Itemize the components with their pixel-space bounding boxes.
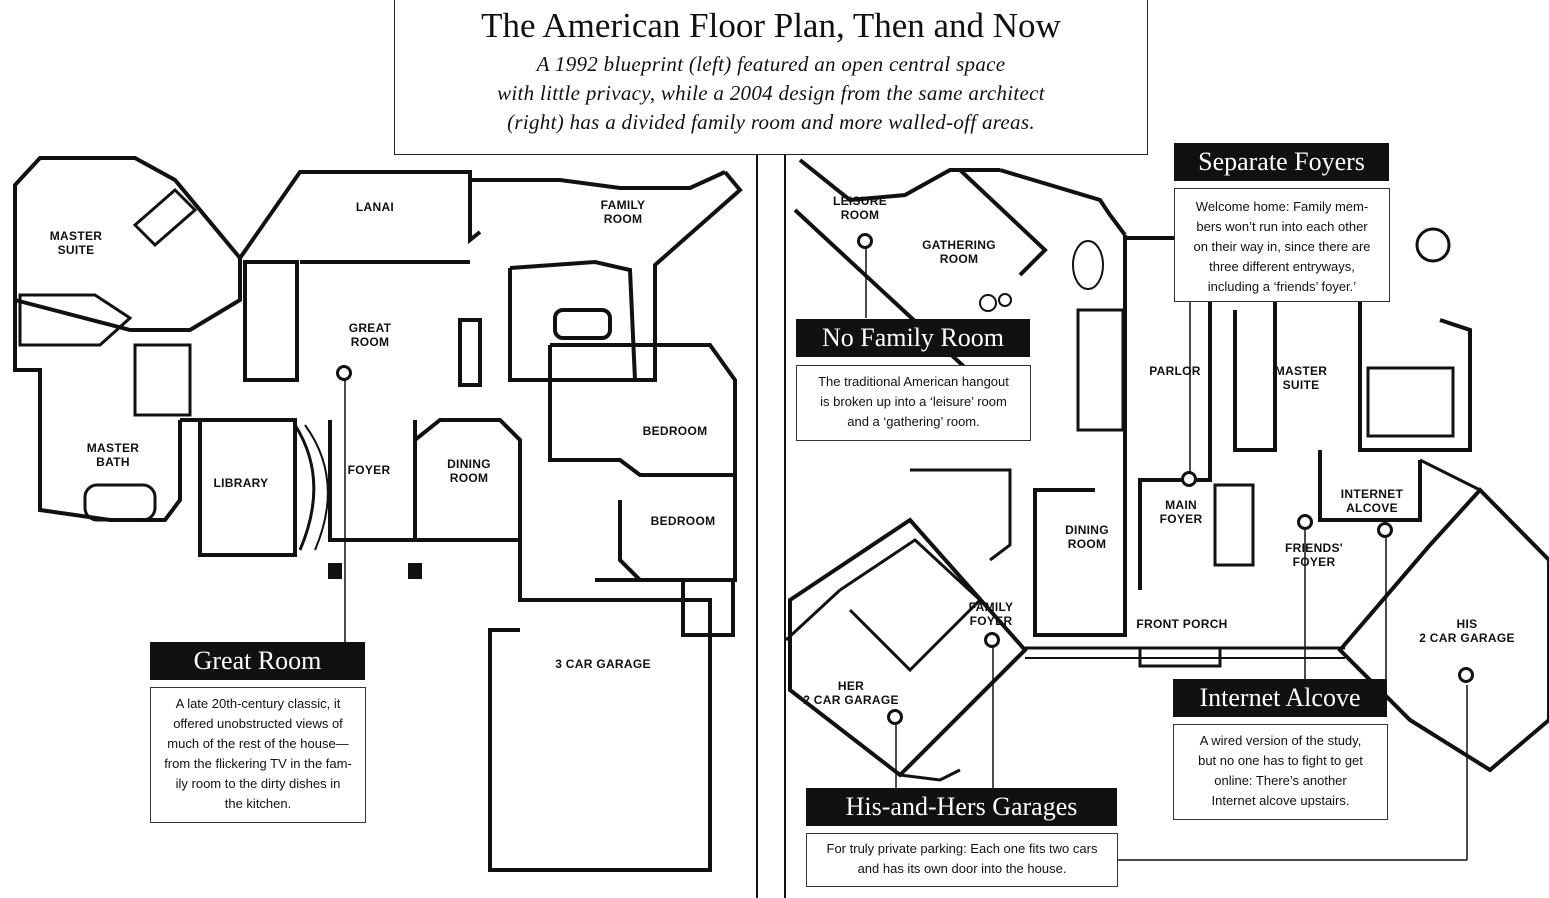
room-label-library: LIBRARY (213, 476, 269, 490)
marker-leisure-room (857, 233, 873, 249)
callout-no-family-room-text: The traditional American hangout is brok… (796, 365, 1031, 441)
room-label-bedroom: BEDROOM (642, 424, 708, 438)
callout-separate-foyers-title: Separate Foyers (1174, 143, 1389, 181)
callout-no-family-room-title: No Family Room (796, 319, 1030, 357)
room-label-her-garage: HER 2 CAR GARAGE (803, 679, 899, 707)
page-subtitle: A 1992 blueprint (left) featured an open… (497, 52, 1045, 134)
room-label-internet-alcove: INTERNET ALCOVE (1340, 487, 1404, 515)
room-label-master-suite: MASTER SUITE (1274, 364, 1328, 392)
room-label-master-suite: MASTER SUITE (49, 229, 103, 257)
callout-great-room-title: Great Room (150, 642, 365, 680)
room-label-lanai: LANAI (355, 200, 395, 214)
marker-main-foyer (1181, 471, 1197, 487)
room-label-master-bath: MASTER BATH (86, 441, 140, 469)
callout-internet-alcove-title: Internet Alcove (1173, 679, 1387, 717)
room-label-his-garage: HIS 2 CAR GARAGE (1419, 617, 1515, 645)
room-label-garage: 3 CAR GARAGE (555, 657, 651, 671)
room-label-dining-room: DINING ROOM (447, 457, 491, 485)
room-label-family-foyer: FAMILY FOYER (968, 600, 1014, 628)
callout-separate-foyers-text: Welcome home: Family mem- bers won’t run… (1174, 188, 1390, 302)
title-box: The American Floor Plan, Then and Now A … (394, 0, 1148, 155)
marker-great-room (336, 365, 352, 381)
room-label-main-foyer: MAIN FOYER (1159, 498, 1203, 526)
callout-garages-text: For truly private parking: Each one fits… (806, 833, 1118, 887)
marker-friends-foyer (1297, 514, 1313, 530)
room-label-leisure-room: LEISURE ROOM (832, 194, 888, 222)
room-label-parlor: PARLOR (1149, 364, 1201, 378)
room-label-front-porch: FRONT PORCH (1136, 617, 1228, 631)
callout-great-room-text: A late 20th-century classic, it offered … (150, 687, 366, 823)
marker-family-foyer (984, 632, 1000, 648)
room-label-bedroom: BEDROOM (650, 514, 716, 528)
marker-his-garage (1458, 667, 1474, 683)
room-label-friends-foyer: FRIENDS' FOYER (1285, 541, 1343, 569)
room-label-dining-room: DINING ROOM (1065, 523, 1109, 551)
marker-her-garage (887, 709, 903, 725)
callout-internet-alcove-text: A wired version of the study, but no one… (1173, 724, 1388, 820)
marker-internet-alcove (1377, 522, 1393, 538)
room-label-great-room: GREAT ROOM (348, 321, 392, 349)
room-label-family-room: FAMILY ROOM (600, 198, 646, 226)
leader-lines (344, 248, 1468, 861)
room-label-foyer: FOYER (347, 463, 391, 477)
room-label-gathering-room: GATHERING ROOM (922, 238, 996, 266)
page-title: The American Floor Plan, Then and Now (481, 6, 1061, 45)
plan-1992-walls (13, 156, 743, 872)
callout-garages-title: His-and-Hers Garages (806, 788, 1117, 826)
